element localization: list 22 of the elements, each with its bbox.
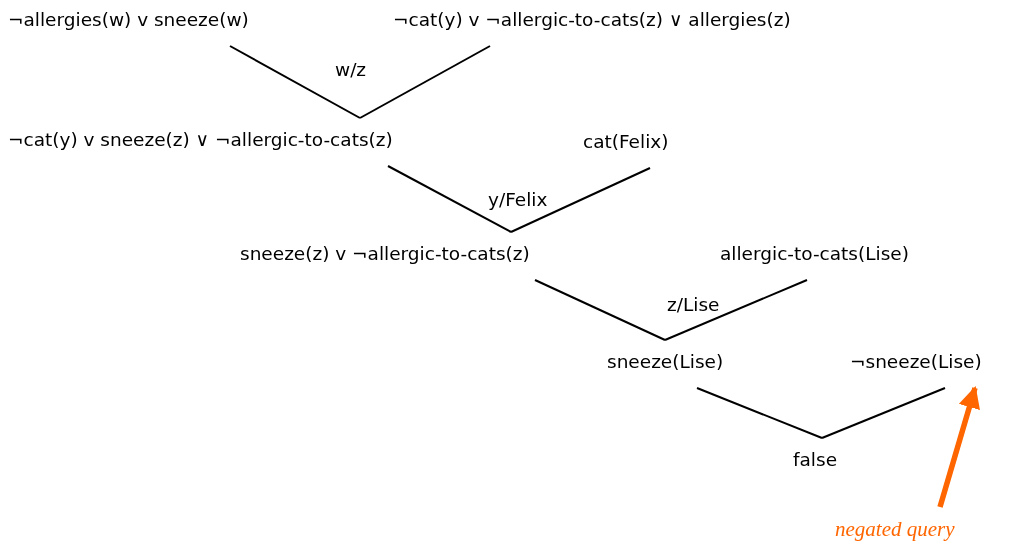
clause-text: ¬cat(y) v ¬allergic-to-cats(z) ∨ allergies(z) bbox=[393, 0, 791, 46]
substitution-label: z/Lise bbox=[667, 293, 720, 317]
clause-text: sneeze(z) v ¬allergic-to-cats(z) bbox=[240, 232, 530, 280]
clause-text: sneeze(Lise) bbox=[607, 340, 724, 388]
resolution-line bbox=[696, 387, 823, 439]
clause-text: ¬cat(y) v sneeze(z) ∨ ¬allergic-to-cats(z) bbox=[8, 118, 393, 166]
clause-text: false bbox=[793, 438, 837, 486]
arrow bbox=[937, 385, 980, 508]
clause-text: ¬allergies(w) v sneeze(w) bbox=[8, 0, 249, 46]
clause-text: allergic-to-cats(Lise) bbox=[720, 232, 909, 280]
resolution-line bbox=[510, 167, 651, 233]
annotation-text: negated query bbox=[835, 507, 955, 548]
resolution-line bbox=[229, 45, 361, 119]
resolution-line bbox=[359, 45, 491, 119]
substitution-label: y/Felix bbox=[488, 188, 548, 212]
resolution-line bbox=[534, 279, 666, 341]
resolution-line bbox=[664, 279, 808, 341]
substitution-label: w/z bbox=[335, 58, 367, 82]
clause-text: cat(Felix) bbox=[583, 120, 669, 168]
resolution-line bbox=[387, 165, 512, 233]
clause-text: ¬sneeze(Lise) bbox=[850, 340, 982, 388]
resolution-line bbox=[821, 387, 946, 439]
